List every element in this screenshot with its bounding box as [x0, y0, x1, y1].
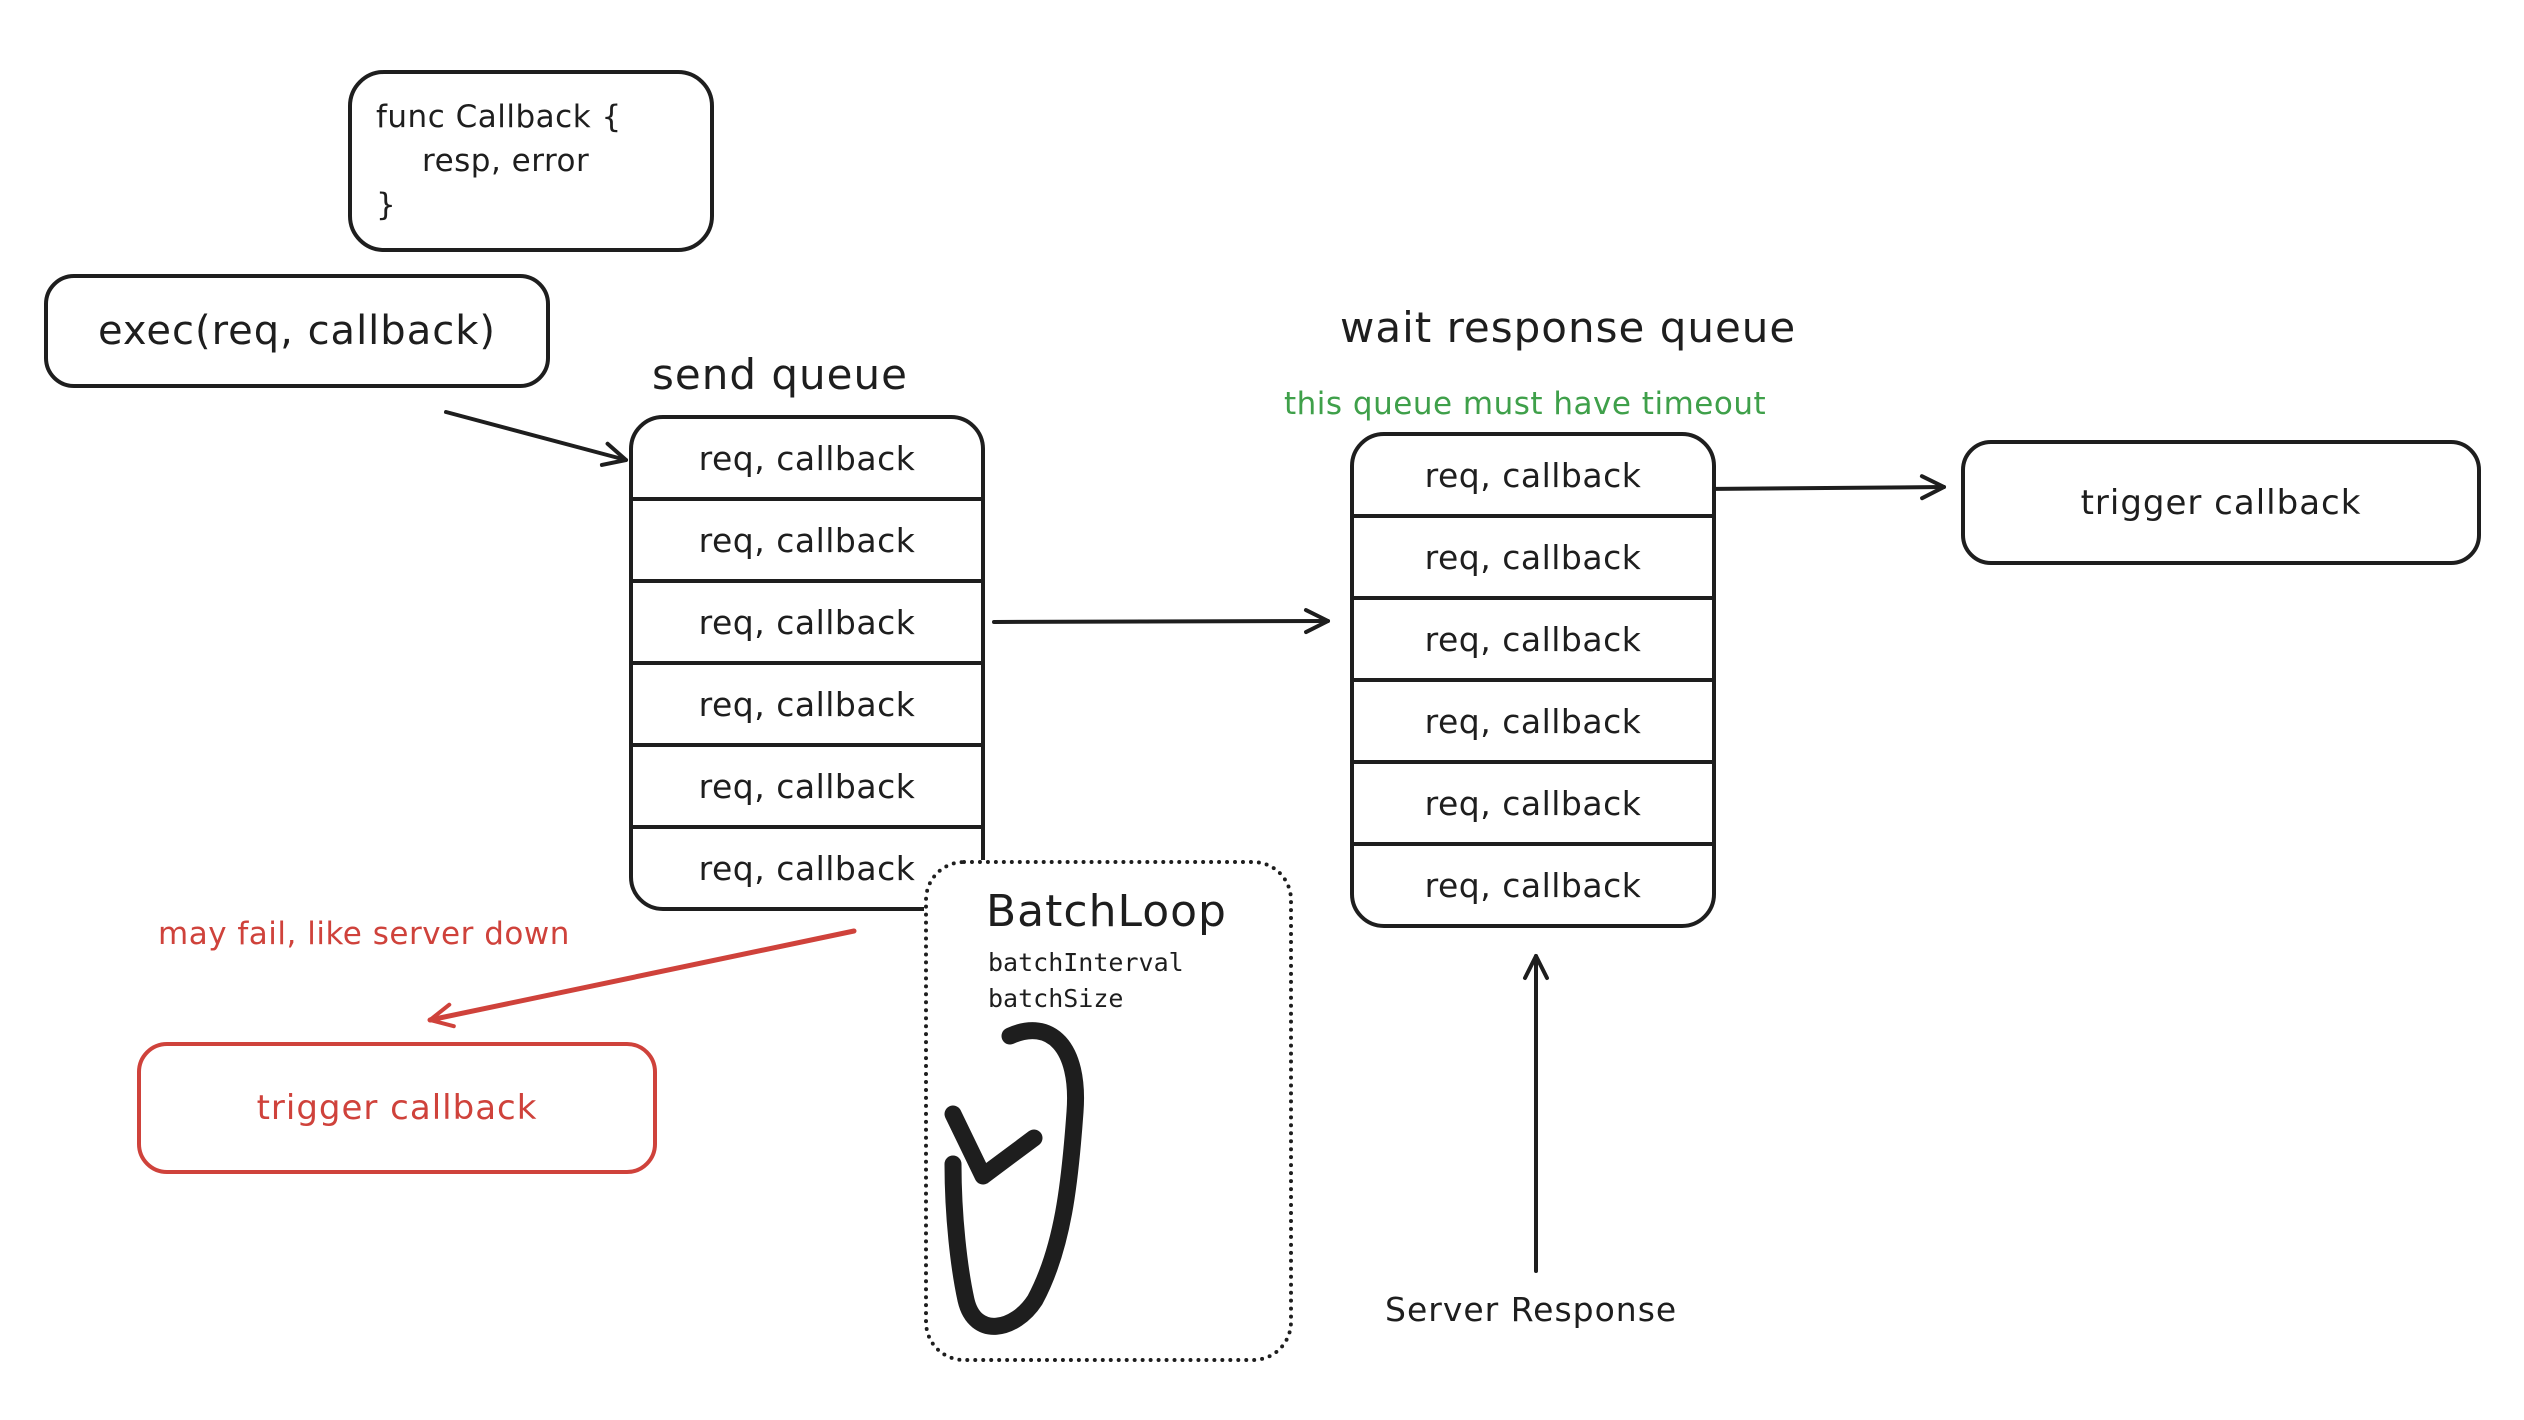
batch-loop-param-size: batchSize — [988, 984, 1124, 1013]
wait-queue-title: wait response queue — [1340, 303, 1797, 352]
batch-loop-param-interval: batchInterval — [988, 948, 1184, 977]
callback-def-line-3: } — [376, 187, 397, 223]
callback-definition-box: func Callback { resp, error } — [348, 70, 714, 252]
wait-queue-row: req, callback — [1354, 678, 1712, 760]
send-queue-row: req, callback — [633, 661, 981, 743]
exec-call-label: exec(req, callback) — [98, 308, 496, 354]
wait-queue-row: req, callback — [1354, 760, 1712, 842]
arrow-fail-to-trigger-callback — [427, 928, 857, 1029]
arrow-wait-queue-to-trigger-callback — [1701, 474, 1946, 501]
send-queue-row: req, callback — [633, 743, 981, 825]
wait-response-queue: req, callback req, callback req, callbac… — [1350, 432, 1716, 928]
wait-queue-row: req, callback — [1424, 455, 1642, 495]
failure-trigger-callback-label: trigger callback — [256, 1088, 538, 1128]
send-queue-row: req, callback — [633, 825, 981, 907]
send-queue-row: req, callback — [698, 438, 916, 478]
server-response-label: Server Response — [1385, 1290, 1678, 1329]
fail-note: may fail, like server down — [158, 916, 570, 952]
send-queue-row: req, callback — [633, 579, 981, 661]
batch-loop-title: BatchLoop — [986, 886, 1227, 937]
send-queue: req, callback req, callback req, callbac… — [629, 415, 985, 911]
wait-queue-row: req, callback — [1354, 842, 1712, 924]
callback-def-line-2: resp, error — [422, 143, 590, 179]
callback-def-line-1: func Callback { — [376, 99, 622, 135]
loop-arrow-icon — [944, 1022, 1085, 1335]
trigger-callback-label: trigger callback — [2080, 482, 2362, 523]
arrow-exec-to-send-queue — [444, 410, 628, 467]
batch-loop-box: BatchLoop batchInterval batchSize — [924, 860, 1293, 1362]
wait-queue-timeout-note: this queue must have timeout — [1284, 386, 1767, 422]
exec-call-box: exec(req, callback) — [44, 274, 550, 388]
wait-queue-row: req, callback — [1354, 596, 1712, 678]
send-queue-title: send queue — [652, 350, 908, 399]
arrow-send-queue-to-wait-queue — [992, 608, 1330, 635]
send-queue-row: req, callback — [633, 497, 981, 579]
failure-trigger-callback-box: trigger callback — [137, 1042, 657, 1174]
trigger-callback-box: trigger callback — [1961, 440, 2481, 565]
wait-queue-row: req, callback — [1354, 514, 1712, 596]
